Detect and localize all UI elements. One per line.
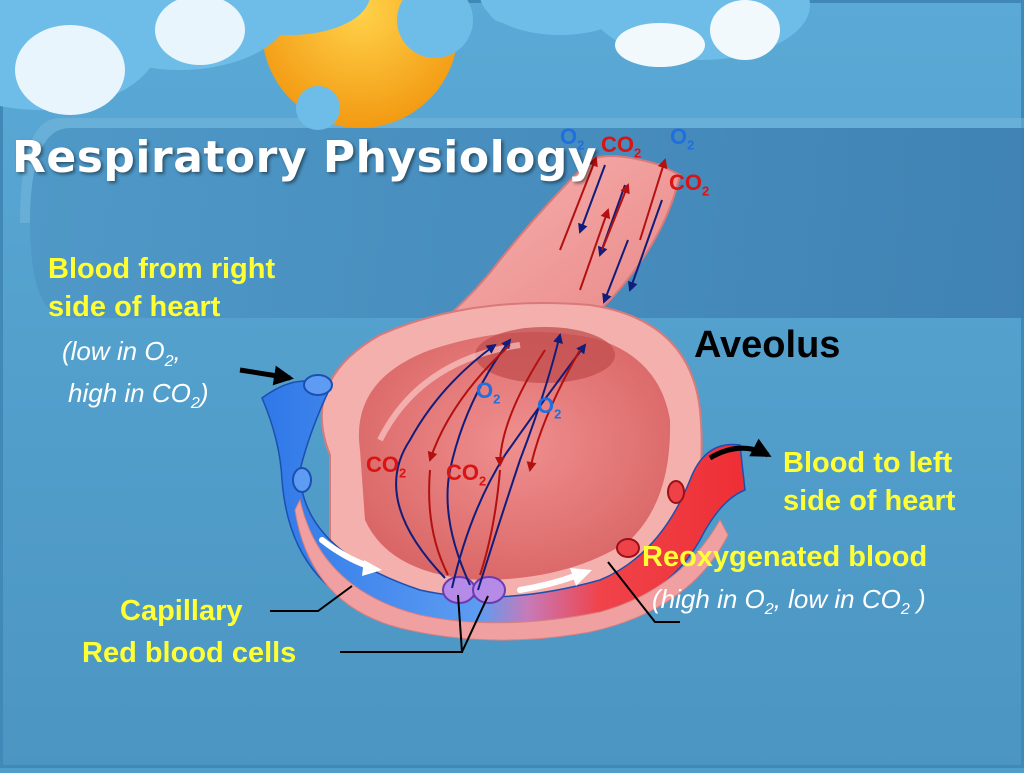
pointers [239, 365, 772, 653]
co2-label-bottom-left: CO2 [366, 452, 407, 481]
title-banner [30, 128, 1024, 318]
tube-arrows [559, 156, 668, 304]
alveolus-label: Aveolus [694, 324, 841, 366]
reoxygenated-leader [607, 561, 680, 623]
slide-title: Respiratory Physiology [12, 132, 598, 183]
reoxygenated-detail-label: (high in O2, low in CO2 ) [652, 584, 926, 619]
side-of-heart-in-label: side of heart [48, 291, 221, 323]
blood-from-right-label: Blood from right [48, 253, 276, 285]
o2-label-center-right: O2 [537, 393, 562, 422]
clouds-left [0, 0, 473, 130]
gas-exchange-arrows [395, 333, 587, 591]
o2-arrow [446, 338, 512, 586]
co2-label-bottom-right: CO2 [446, 460, 487, 489]
blood-to-left-label: Blood to left [783, 447, 953, 479]
capillary-leader [270, 585, 353, 612]
red-blood-cells-label: Red blood cells [82, 637, 297, 669]
o2-label-center-left: O2 [476, 378, 501, 407]
capillary-label: Capillary [120, 595, 243, 627]
high-in-co2-label: high in CO2) [68, 378, 209, 413]
red-blood-cells [442, 576, 506, 604]
reoxygenated-label: Reoxygenated blood [642, 541, 928, 573]
o2-label-top-right: O2 [670, 124, 695, 153]
capillary-vessel [261, 374, 746, 641]
co2-label-top-right: CO2 [669, 170, 710, 199]
o2-label-top-left: O2 [560, 124, 585, 153]
side-of-heart-out-label: side of heart [783, 485, 956, 517]
co2-label-top: CO2 [601, 132, 642, 161]
low-in-o2-label: (low in O2, [62, 336, 181, 371]
clouds-right [480, 0, 810, 67]
